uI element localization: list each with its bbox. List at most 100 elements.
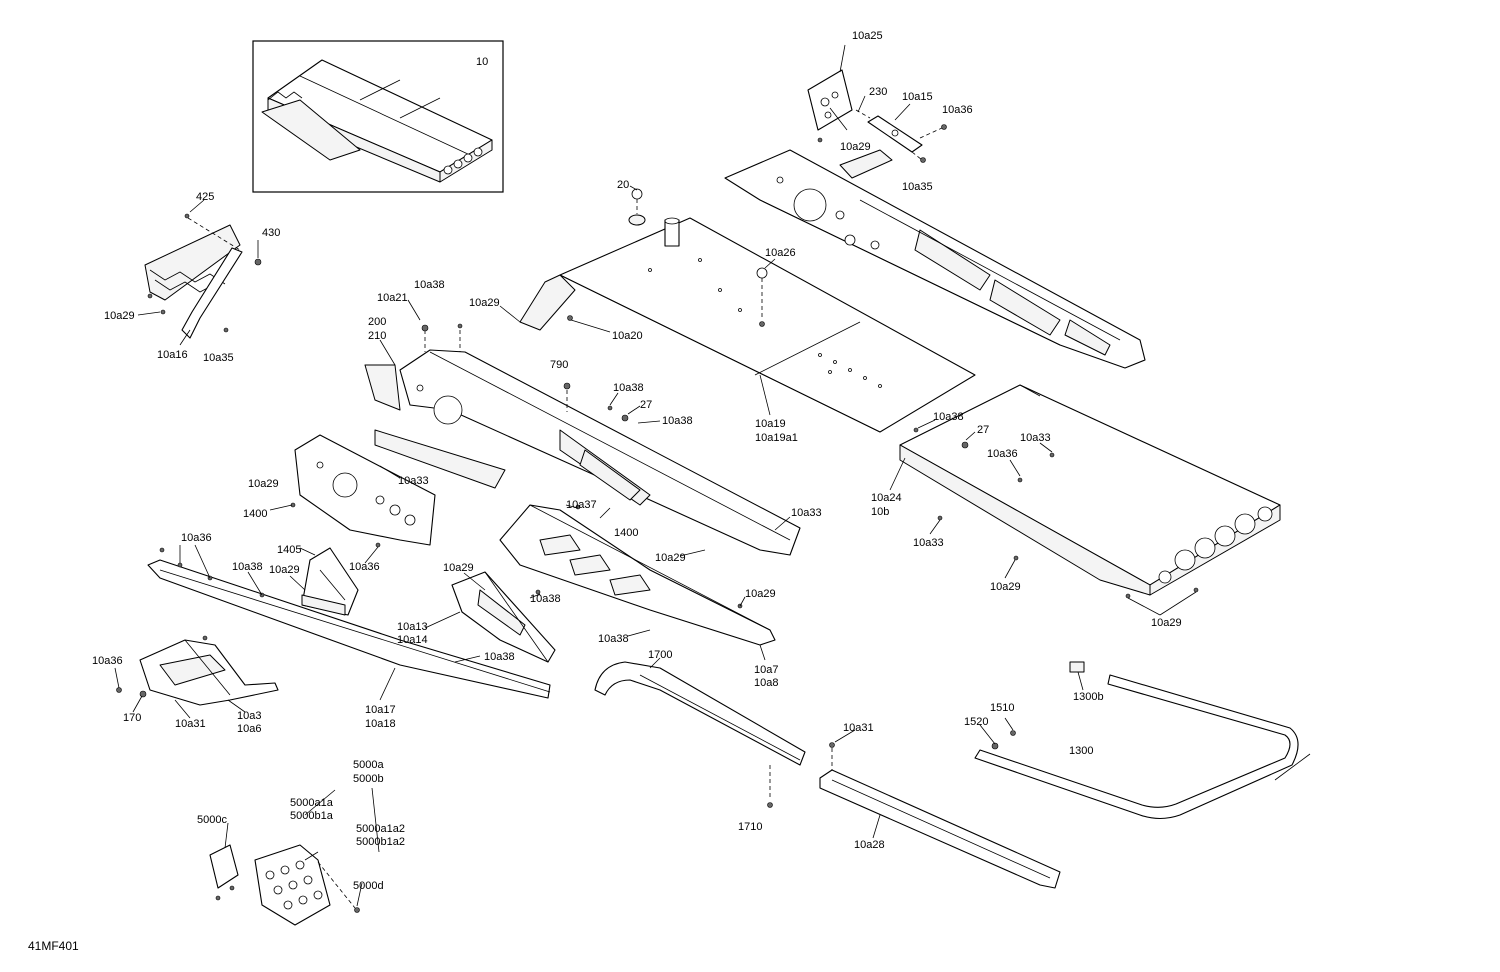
callout-10a35: 10a35	[203, 352, 234, 364]
diagram-reference-code: 41MF401	[28, 939, 79, 953]
callout-10a3: 10a3	[237, 710, 261, 722]
callout-20: 20	[617, 179, 629, 191]
callout-10a24: 10a24	[871, 492, 902, 504]
callout-430: 430	[262, 227, 280, 239]
callout-10a20: 10a20	[612, 330, 643, 342]
callout-10a35: 10a35	[902, 181, 933, 193]
tunnel-side-panel-right	[724, 149, 1146, 369]
callout-10a29: 10a29	[655, 552, 686, 564]
rear-rail-10a28	[819, 742, 1061, 889]
callout-10a38: 10a38	[662, 415, 693, 427]
callout-labels: 10 10a25 230 10a15 10a36 10a29 10a35 20 …	[92, 30, 1182, 892]
callout-5000a1a2: 5000a1a2	[356, 823, 405, 835]
callout-5000b1a: 5000b1a	[290, 810, 334, 822]
callout-10a21: 10a21	[377, 292, 408, 304]
inner-reinforcement-plate	[290, 434, 436, 548]
callout-10b: 10b	[871, 506, 889, 518]
callout-10a29: 10a29	[1151, 617, 1182, 629]
rear-bumper-1300	[974, 661, 1299, 820]
running-board-rail-10a17	[147, 547, 551, 699]
callout-10a18: 10a18	[365, 718, 396, 730]
callout-1300b: 1300b	[1073, 691, 1104, 703]
callout-790: 790	[550, 359, 568, 371]
callout-1700: 1700	[648, 649, 672, 661]
callout-10a36: 10a36	[987, 448, 1018, 460]
callout-425: 425	[196, 191, 214, 203]
callout-10a29: 10a29	[990, 581, 1021, 593]
callout-10a7: 10a7	[754, 664, 778, 676]
callout-10a17: 10a17	[365, 704, 396, 716]
callout-10a14: 10a14	[397, 634, 428, 646]
side-rail-10a7	[499, 504, 776, 646]
callout-10a37: 10a37	[566, 499, 597, 511]
rear-tunnel-section-10a24	[899, 384, 1281, 599]
callout-10a13: 10a13	[397, 621, 428, 633]
skid-plate-10a3	[116, 635, 279, 706]
callout-10a33: 10a33	[1020, 432, 1051, 444]
callout-10a25: 10a25	[852, 30, 883, 42]
callout-200: 200	[368, 316, 386, 328]
callout-10a33: 10a33	[791, 507, 822, 519]
footrest-5000	[209, 844, 360, 926]
callout-10a26: 10a26	[765, 247, 796, 259]
callout-10a36: 10a36	[349, 561, 380, 573]
bracket-10a16	[144, 213, 262, 339]
callout-10a36: 10a36	[942, 104, 973, 116]
callout-5000a: 5000a	[353, 759, 384, 771]
callout-10a33: 10a33	[913, 537, 944, 549]
rear-tunnel-holes	[1158, 506, 1273, 584]
callout-5000b: 5000b	[353, 773, 384, 785]
callout-10a6: 10a6	[237, 723, 261, 735]
rear-arm-1700	[594, 661, 806, 808]
callout-1405: 1405	[277, 544, 301, 556]
callout-5000b1a2: 5000b1a2	[356, 836, 405, 848]
callout-10a19: 10a19	[755, 418, 786, 430]
callout-10a19a1: 10a19a1	[755, 432, 798, 444]
leader-lines	[114, 44, 1311, 907]
callout-10a29: 10a29	[269, 564, 300, 576]
callout-10a38: 10a38	[613, 382, 644, 394]
callout-10a29: 10a29	[840, 141, 871, 153]
callout-1300: 1300	[1069, 745, 1093, 757]
tunnel-top-plate	[519, 188, 976, 433]
callout-10a16: 10a16	[157, 349, 188, 361]
callout-210: 210	[368, 330, 386, 342]
callout-27: 27	[977, 424, 989, 436]
callout-10a38: 10a38	[232, 561, 263, 573]
callout-10a38: 10a38	[598, 633, 629, 645]
inset-assembly-overview	[252, 40, 504, 193]
rear-bracket-10a25	[807, 69, 947, 163]
top-plate-holes	[648, 258, 882, 388]
callout-5000d: 5000d	[353, 880, 384, 892]
callout-10a29: 10a29	[745, 588, 776, 600]
callout-10a38: 10a38	[530, 593, 561, 605]
callout-10a29: 10a29	[104, 310, 135, 322]
bracket-1405	[301, 547, 359, 616]
inset-tunnel-drawing	[261, 59, 493, 183]
callout-10a15: 10a15	[902, 91, 933, 103]
footrest-holes	[265, 860, 323, 910]
tunnel-side-panel-left	[364, 323, 801, 556]
callout-10a33: 10a33	[398, 475, 429, 487]
callout-10a8: 10a8	[754, 677, 778, 689]
callout-10a36: 10a36	[181, 532, 212, 544]
callout-10: 10	[476, 56, 488, 68]
callout-27: 27	[640, 399, 652, 411]
callout-1520: 1520	[964, 716, 988, 728]
callout-10a29: 10a29	[469, 297, 500, 309]
callout-10a29: 10a29	[443, 562, 474, 574]
callout-10a31: 10a31	[843, 722, 874, 734]
bracket-10a13	[451, 571, 556, 663]
callout-10a38: 10a38	[484, 651, 515, 663]
callout-5000c: 5000c	[197, 814, 227, 826]
callout-1400: 1400	[243, 508, 267, 520]
callout-170: 170	[123, 712, 141, 724]
callout-230: 230	[869, 86, 887, 98]
callout-10a28: 10a28	[854, 839, 885, 851]
callout-1710: 1710	[738, 821, 762, 833]
callout-10a38: 10a38	[414, 279, 445, 291]
callout-10a31: 10a31	[175, 718, 206, 730]
callout-10a29: 10a29	[248, 478, 279, 490]
callout-1400: 1400	[614, 527, 638, 539]
